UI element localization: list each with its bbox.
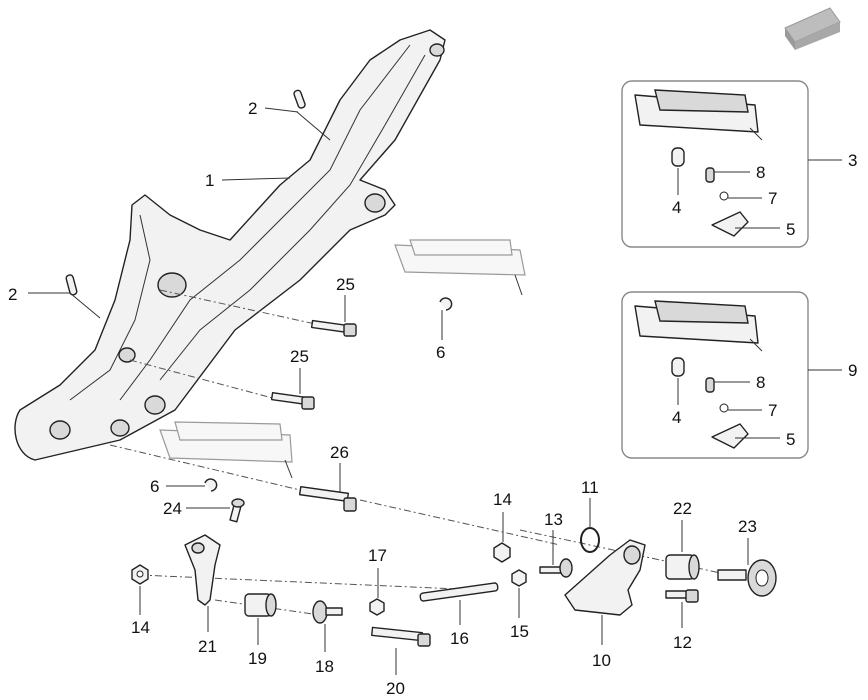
bushing-19 [244, 593, 277, 617]
label-6-lower: 6 [150, 477, 159, 496]
leader-lines [28, 107, 842, 675]
label-16: 16 [450, 629, 469, 648]
label-15: 15 [510, 622, 529, 641]
brake-lever-21 [184, 534, 221, 606]
label-12: 12 [673, 633, 692, 652]
front-direction-arrow-icon [784, 7, 841, 50]
bolt-13 [539, 558, 573, 578]
clip-6-upper [439, 297, 453, 311]
label-25-upper: 25 [336, 275, 355, 294]
label-14-right: 14 [493, 490, 512, 509]
label-21: 21 [198, 637, 217, 656]
clip-6-lower [204, 478, 218, 492]
label-22: 22 [673, 499, 692, 518]
oring-11 [580, 527, 600, 553]
label-14-left: 14 [131, 618, 150, 637]
label-18: 18 [315, 657, 334, 676]
label-19: 19 [248, 649, 267, 668]
label-3: 3 [848, 151, 857, 170]
label-23: 23 [738, 517, 757, 536]
label-25-lower: 25 [290, 347, 309, 366]
shaft-16 [419, 582, 499, 602]
bolt-12 [665, 589, 699, 603]
label-20: 20 [386, 679, 405, 698]
label-13: 13 [544, 510, 563, 529]
bushing-22 [665, 554, 700, 580]
footpeg-ghost-lower [159, 421, 293, 479]
label-8-box9: 8 [756, 373, 765, 392]
label-24: 24 [163, 499, 182, 518]
pin-2-lower [65, 274, 78, 296]
callout-labels: 1 2 2 3 4 8 7 5 9 4 8 7 5 25 25 26 6 6 2… [8, 99, 857, 698]
label-7-box9: 7 [768, 401, 777, 420]
label-17: 17 [368, 546, 387, 565]
bolt-26 [298, 485, 357, 512]
label-5-box9: 5 [786, 430, 795, 449]
nut-15 [511, 569, 527, 587]
brake-pedal-10 [564, 539, 646, 616]
bolt-24 [229, 498, 245, 523]
label-8-box3: 8 [756, 163, 765, 182]
label-6-upper: 6 [436, 343, 445, 362]
label-9: 9 [848, 361, 857, 380]
label-2-upper: 2 [248, 99, 257, 118]
footpeg-assembly-3 [634, 89, 763, 237]
label-1: 1 [205, 171, 214, 190]
inset-box-9 [621, 291, 809, 459]
label-11: 11 [581, 478, 599, 497]
pivot-bolt-23 [717, 559, 777, 597]
bolt-25-upper [310, 319, 357, 337]
bolt-20 [371, 626, 431, 647]
footpeg-assembly-9 [634, 300, 763, 449]
label-26: 26 [330, 443, 349, 462]
label-7-box3: 7 [768, 189, 777, 208]
label-4-box3: 4 [672, 198, 681, 217]
label-2-lower: 2 [8, 285, 17, 304]
nut-14-left [131, 564, 149, 585]
nut-17 [369, 598, 385, 616]
footrest-bracket [14, 29, 446, 461]
label-5-box3: 5 [786, 220, 795, 239]
inset-box-3 [621, 80, 809, 248]
label-10: 10 [592, 651, 611, 670]
footpeg-ghost-upper [394, 239, 526, 296]
label-4-box9: 4 [672, 408, 681, 427]
bolt-18 [312, 600, 343, 624]
pin-2-upper [293, 89, 306, 109]
bolt-25-lower [270, 391, 315, 410]
nut-14-right [493, 542, 511, 563]
